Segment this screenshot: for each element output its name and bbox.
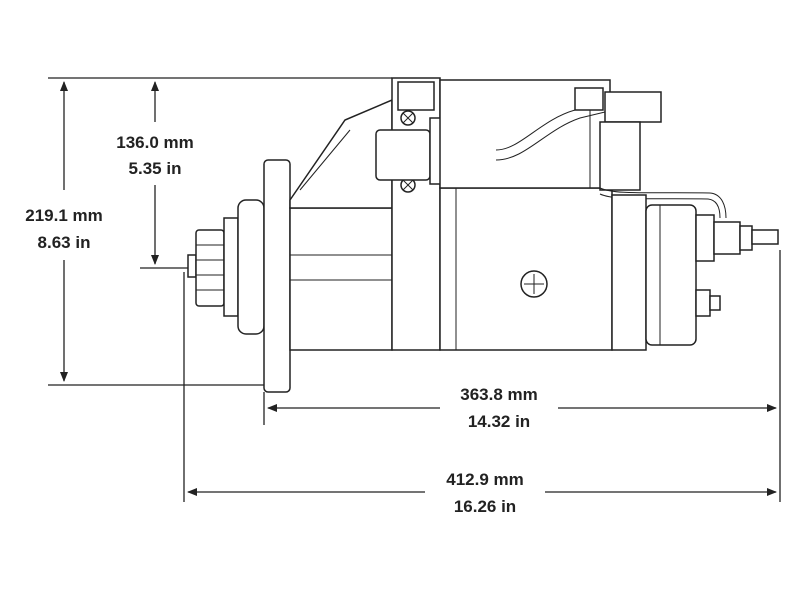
- end-cap: [645, 204, 697, 346]
- body-length-in-label: 14.32 in: [468, 412, 530, 431]
- side-bracket: [599, 121, 641, 191]
- pinion-gear: [195, 229, 225, 307]
- shaft-housing: [289, 207, 393, 351]
- motor-body: [439, 187, 613, 351]
- connector-block: [375, 129, 431, 181]
- upper-terminal: [574, 87, 604, 111]
- solenoid-cap: [397, 81, 435, 111]
- solenoid-housing: [391, 77, 441, 351]
- mounting-flange: [263, 159, 291, 393]
- dimension-lines: [48, 77, 781, 502]
- upper-height-in-label: 5.35 in: [129, 159, 182, 178]
- upper-connector: [604, 91, 662, 123]
- ground-stud: [695, 289, 711, 317]
- upper-height-mm-label: 136.0 mm: [116, 133, 194, 152]
- terminal-stud-base: [713, 221, 741, 255]
- ground-stud-tip: [709, 295, 721, 311]
- pinion-tip: [187, 254, 197, 278]
- terminal-stud-nut: [739, 225, 753, 251]
- starter-motor: [187, 77, 779, 393]
- overall-height-mm-label: 219.1 mm: [25, 206, 103, 225]
- terminal-stud: [751, 229, 779, 245]
- terminal-nut: [695, 214, 715, 262]
- drive-housing: [237, 199, 265, 335]
- overall-length-mm-label: 412.9 mm: [446, 470, 524, 489]
- end-frame: [611, 194, 647, 351]
- body-length-mm-label: 363.8 mm: [460, 385, 538, 404]
- nose-housing: [223, 217, 239, 317]
- overall-height-in-label: 8.63 in: [38, 233, 91, 252]
- overall-length-in-label: 16.26 in: [454, 497, 516, 516]
